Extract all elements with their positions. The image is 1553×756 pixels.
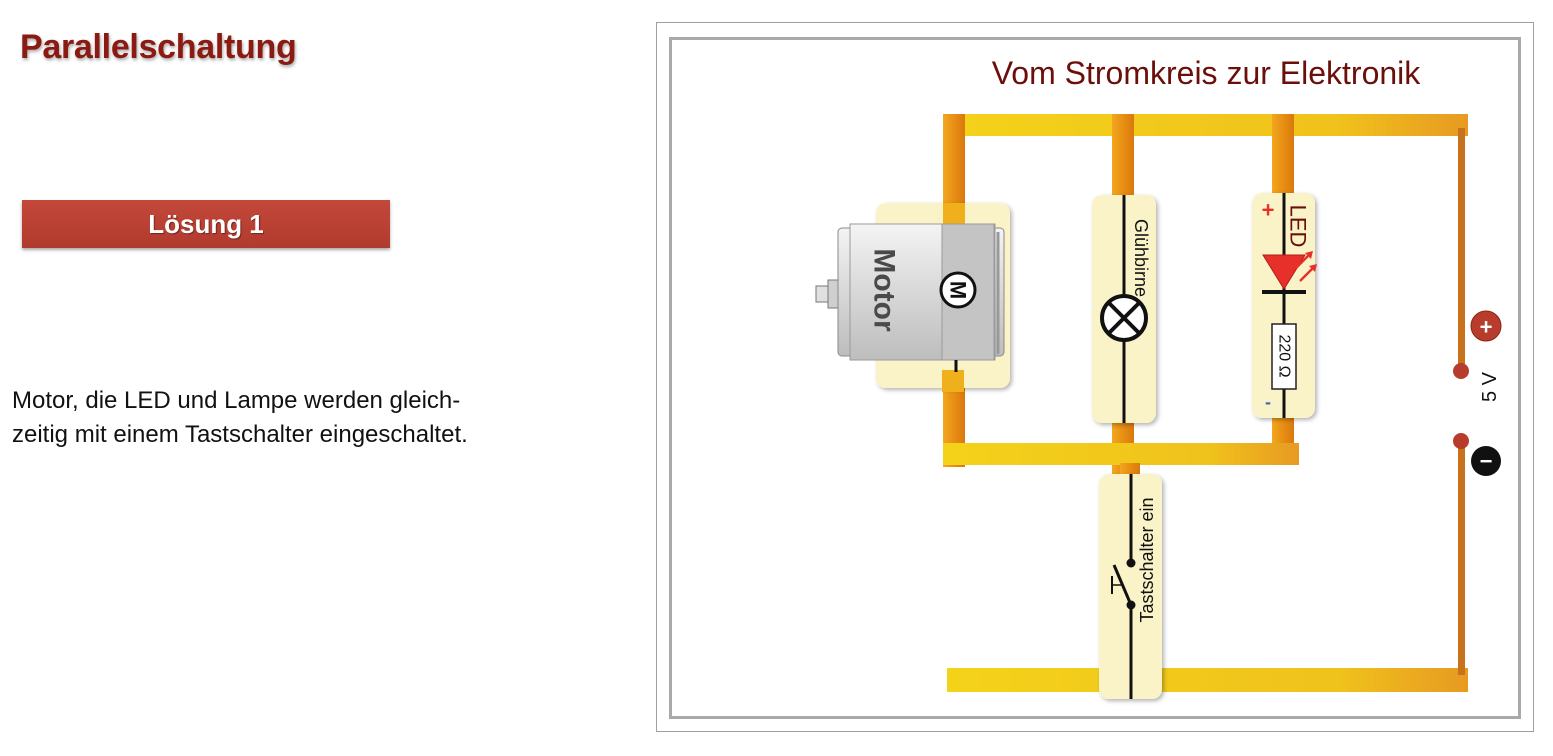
led-ray-2	[1299, 266, 1315, 282]
lamp-label: Glühbirne	[1131, 219, 1151, 297]
motor-symbol-letter: M	[946, 281, 971, 299]
description-line-2: zeitig mit einem Tastschalter eingeschal…	[12, 421, 468, 448]
minus-terminal-label: −	[1480, 449, 1493, 474]
led-diode-icon	[1262, 254, 1306, 290]
led-ray-1	[1295, 253, 1311, 269]
led-ray-arrow-1	[1305, 251, 1313, 259]
switch-contact-top	[1126, 558, 1136, 568]
motor-label: Motor	[868, 248, 901, 332]
lamp-component: Glühbirne	[1092, 195, 1156, 423]
led-component: + - LED 220 Ω	[1252, 193, 1317, 418]
minus-terminal-icon	[1471, 446, 1501, 476]
plus-lead-wire	[1458, 128, 1465, 370]
motor-symbol-circle	[939, 271, 977, 309]
wires	[943, 114, 1469, 692]
switch-lever-icon	[1112, 564, 1133, 606]
switch-label: Tastschalter ein	[1137, 497, 1157, 622]
motor-bottom-pad	[942, 370, 964, 392]
solution-1-button[interactable]: Lösung 1	[22, 200, 390, 248]
resistor-label: 220 Ω	[1276, 334, 1293, 377]
power-source: + − 5 V	[1470, 310, 1502, 476]
description-line-1: Motor, die LED und Lampe werden gleich-	[12, 387, 461, 414]
motor-component: M Motor	[815, 203, 1010, 392]
led-ray-arrow-2	[1309, 264, 1317, 272]
lamp-cross-2	[1107, 301, 1141, 335]
plus-terminal-icon	[1470, 310, 1502, 342]
switch-component: Tastschalter ein	[1099, 474, 1162, 699]
voltage-label: 5 V	[1479, 371, 1501, 402]
diagram-inner-border	[669, 37, 1521, 719]
minus-lead-end	[1453, 433, 1469, 449]
bottom-wire	[947, 668, 1468, 692]
page-title: Parallelschaltung	[20, 28, 297, 66]
led-minus-label: -	[1265, 392, 1271, 412]
description-text: Motor, die LED und Lampe werden gleich- …	[12, 384, 612, 452]
plus-lead-end	[1453, 363, 1469, 379]
plus-terminal-label: +	[1480, 315, 1493, 340]
led-plus-label: +	[1262, 198, 1275, 223]
switch-card	[1099, 474, 1162, 699]
top-wire	[943, 114, 1468, 136]
diagram-title: Vom Stromkreis zur Elektronik	[992, 55, 1422, 91]
led-label: LED	[1286, 205, 1311, 248]
resistor-icon	[1271, 323, 1297, 390]
minus-lead-wire	[1458, 440, 1465, 675]
motor-top-pad	[943, 203, 965, 225]
middle-wire	[943, 443, 1299, 465]
